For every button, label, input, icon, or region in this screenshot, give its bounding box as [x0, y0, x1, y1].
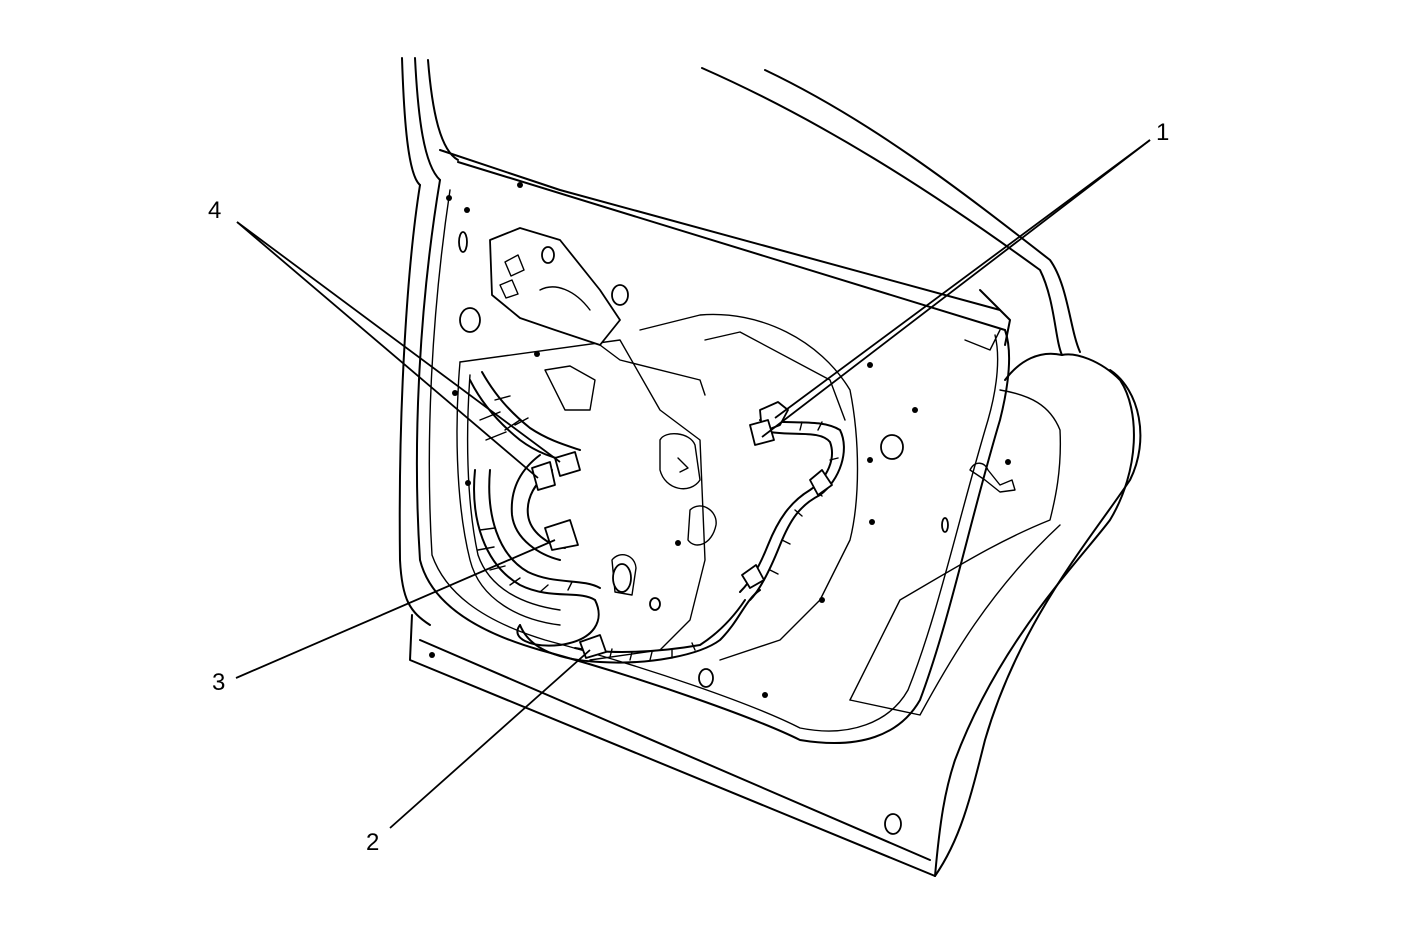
mounting-holes: [429, 182, 1011, 835]
callout-2: 2: [366, 829, 379, 856]
leader-2: [389, 649, 591, 829]
connector-4a: [554, 451, 581, 477]
leader-1b: [761, 139, 1151, 438]
callout-labels: 1 2 3 4: [208, 119, 1169, 856]
callout-4: 4: [208, 197, 221, 224]
callout-1: 1: [1156, 119, 1169, 146]
inner-panel: [415, 179, 1011, 744]
handle-bracket: [489, 227, 717, 596]
door-window-frame: [401, 57, 1081, 356]
door-hook: [969, 462, 1016, 493]
leader-lines: [235, 139, 1151, 829]
leader-4a: [236, 221, 561, 463]
leader-3: [235, 539, 556, 679]
connector-3: [544, 519, 579, 551]
door-outer-shell: [398, 184, 1142, 877]
wiring-harness-bottom: [519, 589, 761, 664]
connectors: [531, 401, 833, 659]
leader-1a: [774, 139, 1151, 419]
connector-4b: [531, 461, 556, 491]
wiring-harness-left: [469, 371, 601, 647]
leader-4b: [236, 221, 539, 479]
callout-3: 3: [212, 669, 225, 696]
